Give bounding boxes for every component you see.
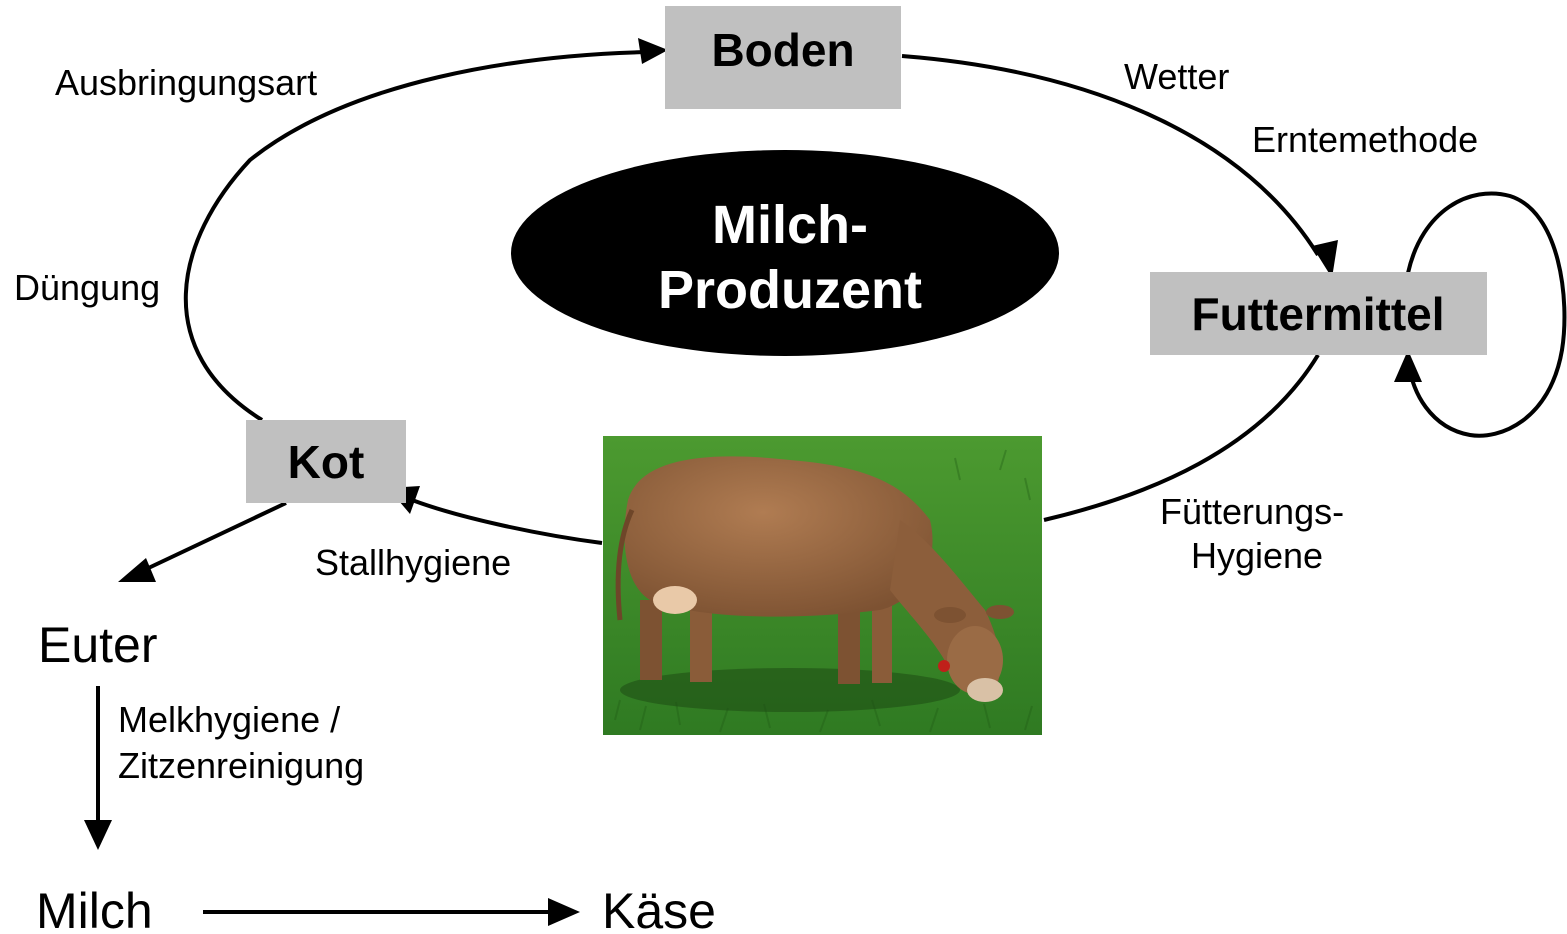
label-kaese: Käse bbox=[602, 883, 716, 934]
node-label-kot: Kot bbox=[288, 436, 365, 488]
node-box-kot bbox=[246, 420, 406, 503]
arrowhead-futtermittel bbox=[1312, 240, 1338, 278]
node-label-futtermittel: Futtermittel bbox=[1192, 288, 1445, 340]
center-label-line1: Milch- bbox=[712, 195, 868, 255]
arrowhead-boden bbox=[638, 38, 668, 64]
self-loop-futtermittel bbox=[1406, 191, 1567, 438]
arrowhead-self-loop bbox=[1394, 350, 1422, 382]
center-ellipse bbox=[511, 150, 1059, 356]
label-duengung: Düngung bbox=[14, 267, 160, 308]
label-wetter: Wetter bbox=[1124, 56, 1229, 97]
label-erntemethode: Erntemethode bbox=[1252, 119, 1478, 160]
arrow-kot-to-euter bbox=[139, 501, 287, 574]
center-label-line2: Produzent bbox=[658, 260, 922, 320]
label-stallhygiene: Stallhygiene bbox=[315, 542, 511, 583]
arc-boden-to-futtermittel bbox=[901, 54, 1320, 257]
arc-futtermittel-to-cow bbox=[1043, 353, 1320, 522]
node-box-boden bbox=[665, 6, 901, 109]
arc-kot-to-boden bbox=[183, 50, 649, 422]
label-melkhygiene-line1: Melkhygiene / bbox=[118, 699, 340, 740]
arrowhead-milch bbox=[84, 820, 112, 850]
label-milch: Milch bbox=[36, 883, 153, 934]
node-label-boden: Boden bbox=[711, 24, 854, 76]
node-box-futtermittel bbox=[1150, 272, 1487, 355]
cow-grazing-photo bbox=[603, 436, 1042, 735]
label-fuetterungs-line2: Hygiene bbox=[1191, 535, 1323, 576]
label-ausbringungsart: Ausbringungsart bbox=[55, 62, 317, 103]
arc-cow-to-kot bbox=[411, 498, 603, 545]
arrowhead-euter bbox=[118, 558, 156, 582]
arrowhead-kaese bbox=[548, 898, 580, 926]
label-euter: Euter bbox=[38, 617, 158, 673]
label-melkhygiene-line2: Zitzenreinigung bbox=[118, 745, 364, 786]
label-fuetterungs-line1: Fütterungs- bbox=[1160, 491, 1344, 532]
